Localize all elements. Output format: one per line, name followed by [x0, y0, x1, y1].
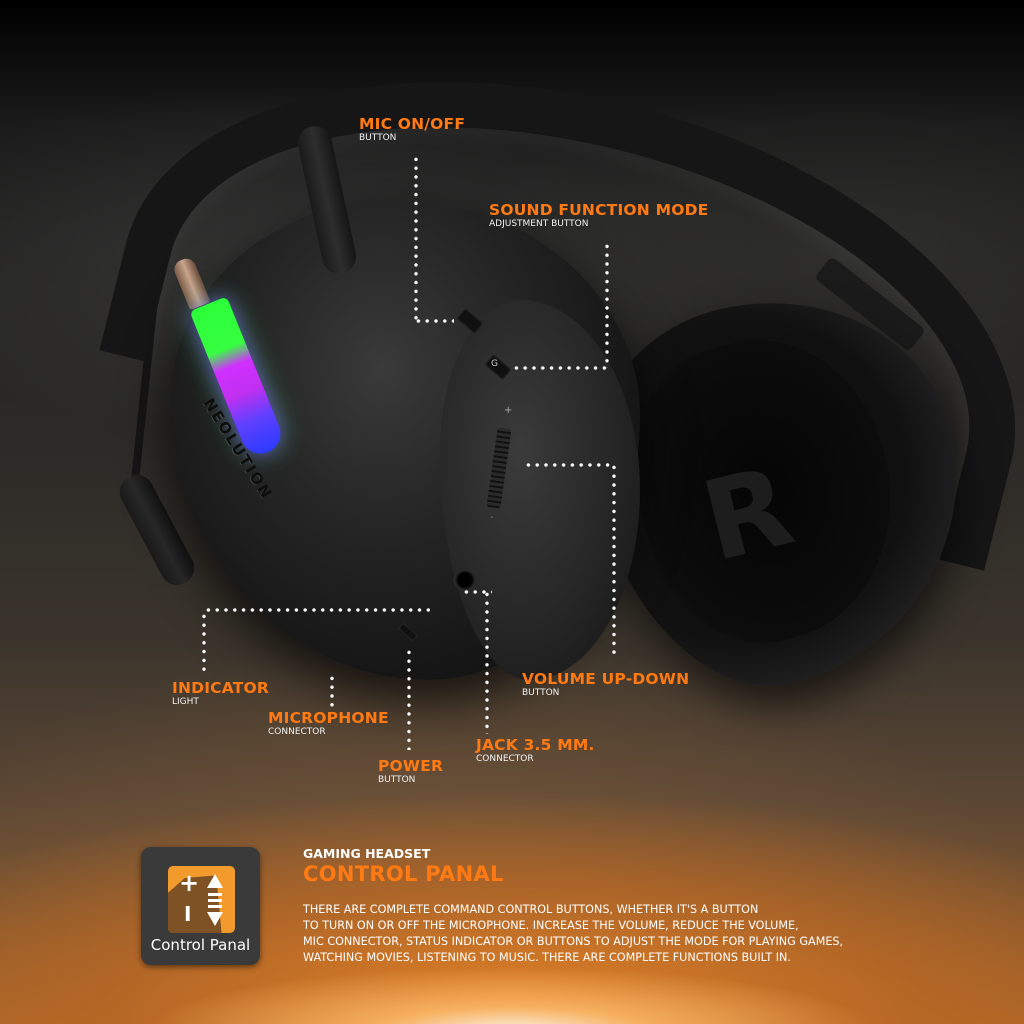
callout-volume-up-down: VOLUME UP-DOWN BUTTON	[522, 670, 690, 698]
panel-body-line: THERE ARE COMPLETE COMMAND CONTROL BUTTO…	[303, 903, 759, 916]
callout-subtitle: ADJUSTMENT BUTTON	[489, 218, 589, 229]
callout-power: POWER BUTTON	[378, 757, 444, 785]
leader-jack-h	[462, 590, 492, 594]
callout-title: SOUND FUNCTION MODE	[489, 201, 709, 219]
leader-mic-on-off-h	[414, 319, 454, 323]
callout-subtitle: BUTTON	[359, 132, 397, 143]
volume-minus-glyph: -	[490, 512, 494, 523]
leader-microphone-v	[330, 674, 334, 710]
panel-body: THERE ARE COMPLETE COMMAND CONTROL BUTTO…	[303, 902, 983, 966]
control-panel-label: Control Panal	[150, 936, 251, 954]
leader-sound-mode-h	[512, 366, 609, 370]
volume-plus-glyph: +	[504, 405, 513, 416]
control-panel-tile: + I Control Panal	[141, 847, 260, 965]
callout-mic-on-off: MIC ON/OFF BUTTON	[359, 115, 466, 143]
leader-indicator-h	[204, 608, 430, 612]
leader-indicator-v	[202, 612, 206, 672]
panel-title: CONTROL PANAL	[303, 862, 504, 886]
panel-body-line: WATCHING MOVIES, LISTENING TO MUSIC. THE…	[303, 951, 791, 964]
audio-jack-port	[453, 568, 477, 592]
callout-subtitle: CONNECTOR	[476, 753, 534, 764]
callout-title: MIC ON/OFF	[359, 115, 466, 133]
leader-jack-v	[485, 590, 489, 734]
callout-subtitle: BUTTON	[378, 774, 416, 785]
callout-title: VOLUME UP-DOWN	[522, 670, 690, 688]
control-panel-icon: + I	[168, 866, 235, 933]
panel-body-line: TO TURN ON OR OFF THE MICROPHONE. INCREA…	[303, 919, 799, 932]
minus-bar-icon: I	[184, 902, 192, 926]
leader-mic-on-off-v	[414, 155, 418, 323]
control-panel-description: GAMING HEADSET CONTROL PANAL THERE ARE C…	[303, 846, 983, 966]
callout-subtitle: LIGHT	[172, 696, 199, 707]
callout-title: POWER	[378, 757, 444, 775]
leader-power-v	[407, 648, 411, 750]
callout-jack: JACK 3.5 MM. CONNECTOR	[476, 736, 595, 764]
callout-title: MICROPHONE	[268, 709, 389, 727]
volume-arrows-icon	[207, 874, 223, 926]
callout-title: INDICATOR	[172, 679, 270, 697]
callout-microphone: MICROPHONE CONNECTOR	[268, 709, 389, 737]
plus-icon: +	[179, 869, 200, 897]
panel-body-line: MIC CONNECTOR, STATUS INDICATOR OR BUTTO…	[303, 935, 844, 948]
callout-subtitle: CONNECTOR	[268, 726, 326, 737]
mode-button-glyph: G	[491, 359, 498, 369]
leader-volume-v	[612, 463, 616, 659]
callout-title: JACK 3.5 MM.	[476, 736, 595, 754]
callout-subtitle: BUTTON	[522, 687, 560, 698]
leader-sound-mode-v	[605, 242, 609, 368]
callout-indicator: INDICATOR LIGHT	[172, 679, 270, 707]
callout-sound-function-mode: SOUND FUNCTION MODE ADJUSTMENT BUTTON	[489, 201, 709, 229]
leader-volume-h	[524, 463, 614, 467]
panel-kicker: GAMING HEADSET	[303, 846, 431, 861]
